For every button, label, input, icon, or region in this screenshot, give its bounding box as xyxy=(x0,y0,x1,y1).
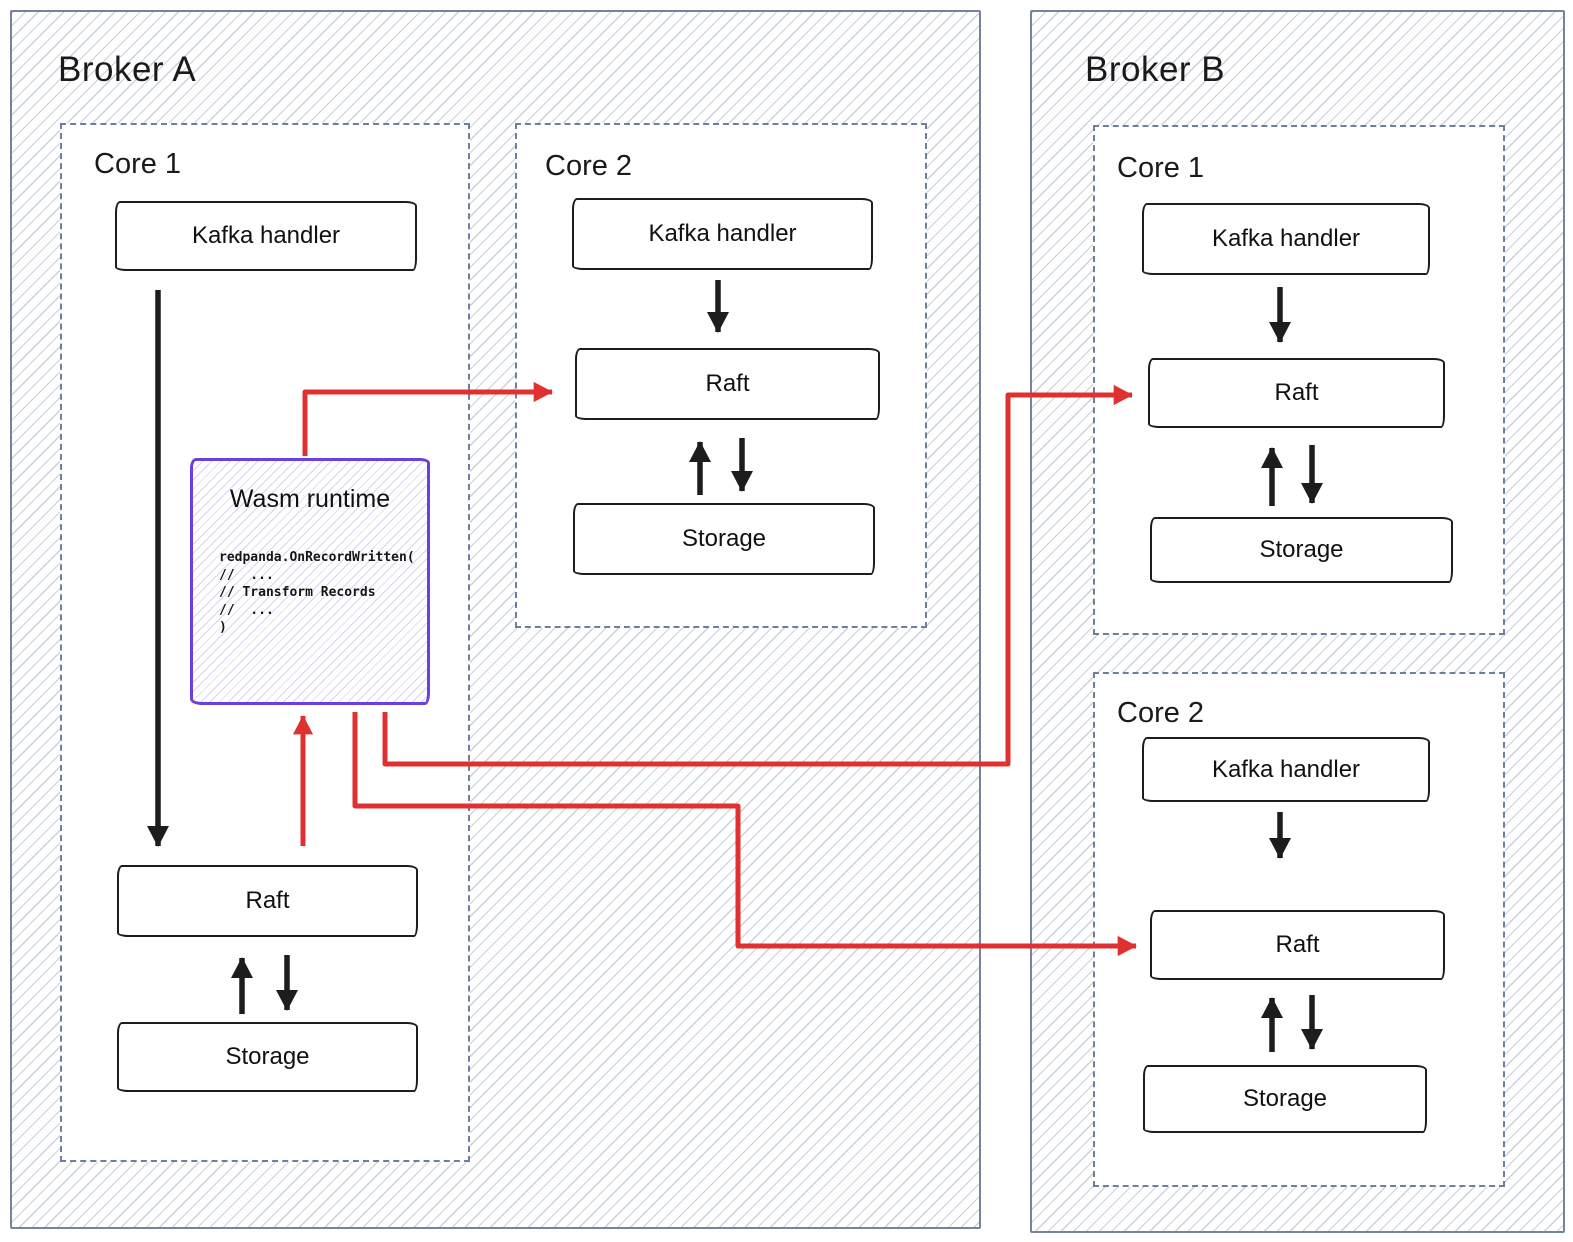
broker-b-core-1-kafka-handler-box: Kafka handler xyxy=(1142,203,1430,275)
raft-label: Raft xyxy=(245,887,290,914)
broker-a-core-2-kafka-handler-box: Kafka handler xyxy=(572,198,873,270)
wasm-runtime-title: Wasm runtime xyxy=(229,485,391,513)
raft-label: Raft xyxy=(1275,931,1320,958)
broker-a-core-1: Core 1 Kafka handler Wasm runtime redpan… xyxy=(60,123,470,1162)
broker-b-core-2-storage-box: Storage xyxy=(1143,1065,1427,1133)
storage-label: Storage xyxy=(1242,1085,1328,1112)
broker-a-core-2-storage-box: Storage xyxy=(573,503,875,575)
code-line: // ... xyxy=(219,567,274,583)
storage-label: Storage xyxy=(1259,536,1344,563)
kafka-handler-label: Kafka handler xyxy=(1211,755,1361,783)
code-line: ) xyxy=(219,620,227,635)
broker-a-core-1-kafka-handler-box: Kafka handler xyxy=(115,201,417,271)
raft-label: Raft xyxy=(1274,379,1319,406)
code-line: // Transform Records xyxy=(219,585,376,600)
broker-a-core-1-title: Core 1 xyxy=(94,148,182,180)
broker-b-core-1-title: Core 1 xyxy=(1117,152,1205,184)
storage-label: Storage xyxy=(225,1043,310,1070)
broker-b-core-1: Core 1 Kafka handler Raft Storage xyxy=(1093,125,1505,635)
kafka-handler-label: Kafka handler xyxy=(648,220,797,247)
kafka-handler-label: Kafka handler xyxy=(1211,225,1361,252)
broker-b-core-2: Core 2 Kafka handler Raft Storage xyxy=(1093,672,1505,1187)
broker-a-title: Broker A xyxy=(58,50,197,89)
broker-a-core-1-raft-box: Raft xyxy=(117,865,418,937)
broker-b-core-2-title: Core 2 xyxy=(1117,697,1205,729)
kafka-handler-label: Kafka handler xyxy=(191,222,341,249)
wasm-runtime-box: Wasm runtime redpanda.OnRecordWritten( /… xyxy=(190,458,430,705)
broker-a-core-2: Core 2 Kafka handler Raft Storage xyxy=(515,123,927,628)
broker-a-core-1-storage-box: Storage xyxy=(117,1022,418,1092)
broker-b-container: Broker B Core 1 Kafka handler Raft Stora… xyxy=(1030,10,1565,1233)
raft-label: Raft xyxy=(705,370,750,397)
broker-b-core-2-raft-box: Raft xyxy=(1150,910,1445,980)
broker-b-title: Broker B xyxy=(1085,50,1226,89)
broker-b-core-1-storage-box: Storage xyxy=(1150,517,1453,583)
broker-a-core-2-title: Core 2 xyxy=(545,150,633,182)
wasm-code-snippet: redpanda.OnRecordWritten( // ... // Tran… xyxy=(219,549,421,637)
code-line: redpanda.OnRecordWritten( xyxy=(219,550,415,565)
storage-label: Storage xyxy=(681,525,767,552)
code-line: // ... xyxy=(219,602,274,618)
broker-b-core-1-raft-box: Raft xyxy=(1148,358,1445,428)
broker-a-container: Broker A Core 1 Kafka handler Wasm runti… xyxy=(10,10,981,1229)
broker-a-core-2-raft-box: Raft xyxy=(575,348,880,420)
broker-b-core-2-kafka-handler-box: Kafka handler xyxy=(1142,737,1430,802)
